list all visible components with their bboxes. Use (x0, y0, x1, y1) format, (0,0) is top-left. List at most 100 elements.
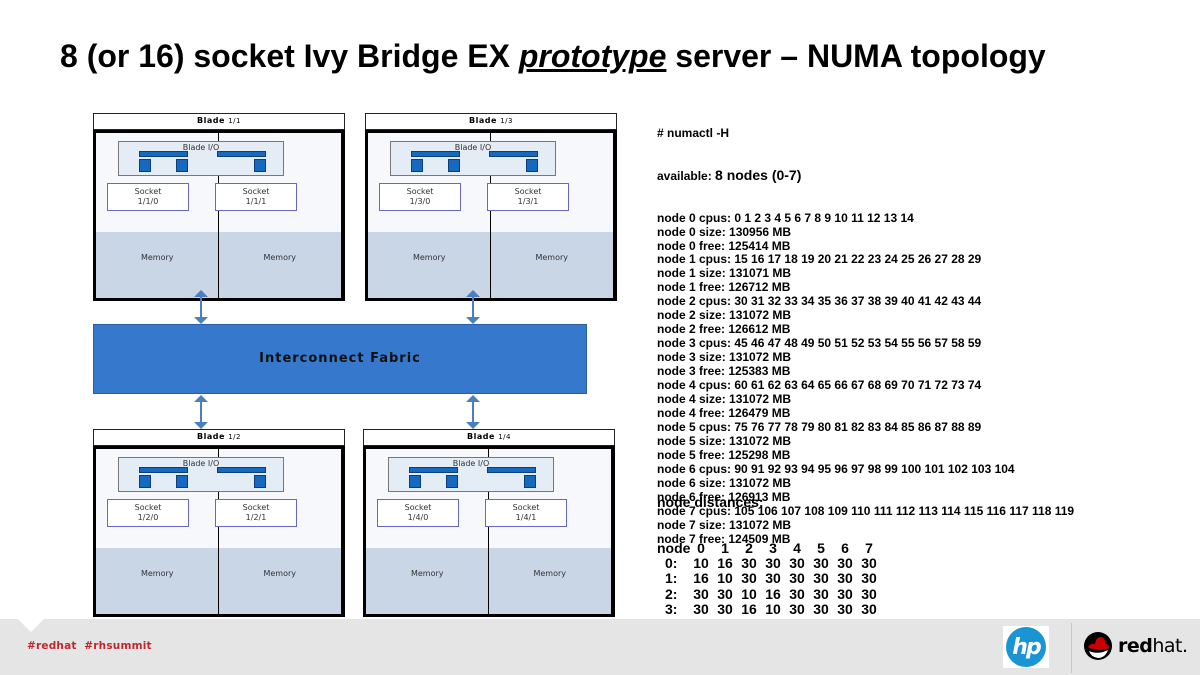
redhat-wordmark-bold: red (1118, 635, 1153, 657)
socket-id: 1/2/0 (137, 513, 159, 522)
numactl-command: # numactl -H (657, 125, 730, 140)
interconnect-fabric: Interconnect Fabric (93, 324, 587, 394)
redhat-wordmark-light: hat. (1152, 635, 1188, 657)
distances-title: node distances: (657, 494, 764, 511)
io-port (254, 475, 266, 488)
io-port (176, 475, 188, 488)
slide-title: 8 (or 16) socket Ivy Bridge EX prototype… (60, 38, 1046, 75)
blade-io-label: Blade I/O (454, 143, 492, 152)
distance-cell: 30 (837, 585, 853, 602)
distance-cell: 10 (765, 600, 781, 617)
footer-notch (18, 619, 44, 632)
socket-label: Socket (242, 503, 270, 512)
node-4-cpus: node 4 cpus: 60 61 62 63 64 65 66 67 68 … (657, 378, 982, 393)
distance-column-header: 3 (769, 540, 777, 557)
io-bus-bar (489, 151, 538, 157)
blade-id: 1/2 (228, 433, 241, 441)
distance-cell: 16 (693, 570, 709, 587)
io-port (254, 159, 266, 172)
distance-row-label: 0: (665, 555, 678, 572)
arrow-blade-1-1-fabric (194, 290, 208, 324)
blade-io: Blade I/O (388, 457, 554, 492)
io-port (448, 159, 460, 172)
io-bus-bar (487, 467, 536, 473)
distance-cell: 30 (789, 570, 805, 587)
distance-cell: 30 (741, 570, 757, 587)
memory-label: Memory (140, 253, 174, 262)
node-5-size: node 5 size: 131072 MB (657, 433, 792, 448)
distance-cell: 30 (765, 555, 781, 572)
io-bus-bar (139, 467, 188, 473)
distance-cell: 30 (741, 555, 757, 572)
blade-divider (217, 449, 219, 614)
io-port (524, 475, 536, 488)
socket-label: Socket (404, 503, 432, 512)
blade-divider (217, 133, 219, 298)
footer: #redhat #rhsummit hp redhat. (0, 619, 1200, 675)
distance-header-label: node (657, 540, 691, 557)
socket-id: 1/1/1 (245, 197, 267, 206)
io-port (176, 159, 188, 172)
socket-id: 1/4/1 (515, 513, 537, 522)
available-prefix: available: (657, 168, 716, 183)
socket-id: 1/3/0 (409, 197, 431, 206)
distance-cell: 10 (717, 570, 733, 587)
blade-io-label: Blade I/O (182, 143, 220, 152)
blade-id: 1/4 (498, 433, 511, 441)
node-0-free: node 0 free: 125414 MB (657, 238, 791, 253)
io-port (446, 475, 458, 488)
distance-cell: 30 (789, 585, 805, 602)
distance-column-header: 4 (793, 540, 801, 557)
distance-row-label: 3: (665, 600, 678, 617)
distance-column-header: 1 (721, 540, 729, 557)
logo-divider (1071, 623, 1072, 673)
memory-label: Memory (263, 253, 297, 262)
blade-header: Blade 1/3 (365, 113, 617, 130)
node-5-free: node 5 free: 125298 MB (657, 447, 791, 462)
distance-cell: 30 (813, 585, 829, 602)
hp-logo-icon: hp (1006, 627, 1046, 667)
distance-column-header: 5 (817, 540, 825, 557)
distance-cell: 10 (741, 585, 757, 602)
io-port (526, 159, 538, 172)
io-bus-bar (411, 151, 460, 157)
node-7-cpus: node 7 cpus: 105 106 107 108 109 110 111… (657, 503, 1075, 518)
hp-logo: hp (1003, 626, 1049, 668)
distance-cell: 30 (837, 570, 853, 587)
io-bus-bar (217, 467, 266, 473)
node-6-free: node 6 free: 126913 MB (657, 489, 791, 504)
blade-title: Blade (197, 116, 225, 125)
hashtags: #redhat #rhsummit (27, 640, 152, 652)
blade-id: 1/3 (500, 117, 513, 125)
memory-label: Memory (140, 569, 174, 578)
socket-label: Socket (512, 503, 540, 512)
distance-cell: 30 (861, 585, 877, 602)
distance-cell: 16 (717, 555, 733, 572)
memory-label: Memory (535, 253, 569, 262)
title-prefix: 8 (or 16) socket Ivy Bridge EX (60, 38, 519, 74)
socket-id: 1/3/1 (517, 197, 539, 206)
memory-label: Memory (263, 569, 297, 578)
node-6-size: node 6 size: 131072 MB (657, 475, 792, 490)
socket-label: Socket (242, 187, 270, 196)
blade-header: Blade 1/1 (93, 113, 345, 130)
memory-label: Memory (412, 253, 446, 262)
blade-io: Blade I/O (390, 141, 556, 176)
redhat-wordmark: redhat. (1118, 635, 1188, 657)
available-value: 8 nodes (0-7) (715, 166, 802, 183)
arrow-blade-1-3-fabric (466, 290, 480, 324)
memory-label: Memory (533, 569, 567, 578)
node-2-size: node 2 size: 131072 MB (657, 308, 792, 323)
